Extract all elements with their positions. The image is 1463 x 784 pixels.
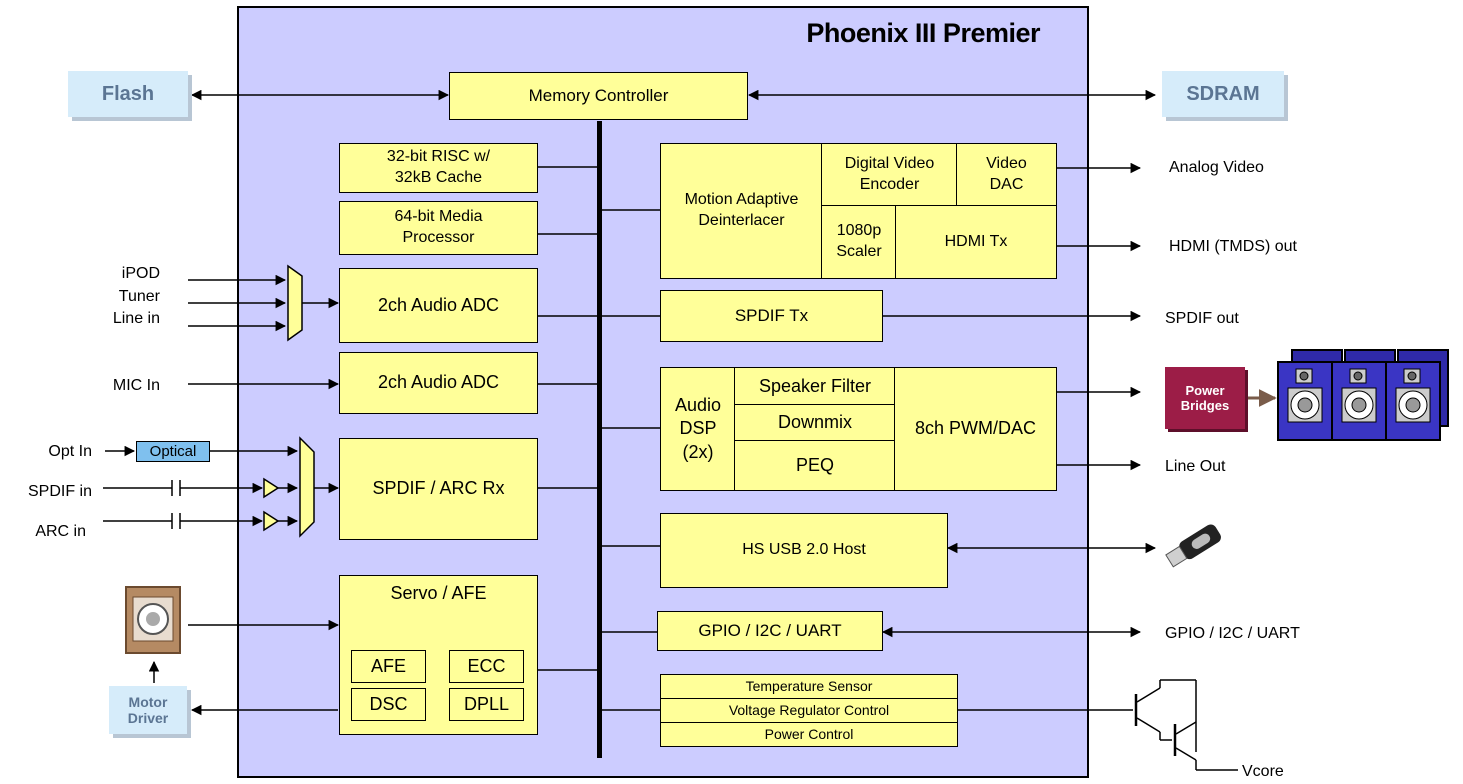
hdmi-tx-block: HDMI Tx (895, 205, 1057, 279)
vcore-label: Vcore (1242, 763, 1284, 780)
spdif-output-label: SPDIF out (1165, 310, 1239, 327)
motion-adaptive-deinterlacer-block: Motion Adaptive Deinterlacer (660, 143, 823, 279)
voltage-regulator-block: Voltage Regulator Control (660, 698, 958, 723)
memory-controller-block: Memory Controller (449, 72, 748, 120)
afe-block: AFE (351, 650, 426, 683)
motor-driver: Motor Driver (109, 686, 187, 734)
video-dac-block: Video DAC (956, 143, 1057, 207)
audio-adc-block-2: 2ch Audio ADC (339, 352, 538, 414)
spdif-tx-block: SPDIF Tx (660, 290, 883, 342)
dpll-block: DPLL (449, 688, 524, 721)
risc-cpu-block: 32-bit RISC w/ 32kB Cache (339, 143, 538, 193)
audio-dsp-block: Audio DSP (2x) (660, 367, 736, 491)
analog-sources-label: iPOD Tuner Line in (112, 265, 160, 328)
flash-memory: Flash (68, 71, 188, 117)
usb-drive-icon (1165, 524, 1221, 568)
optical-input-label: Opt In (48, 443, 92, 460)
internal-bus (597, 121, 602, 758)
usb-host-block: HS USB 2.0 Host (660, 513, 948, 588)
disc-drive-icon (125, 586, 181, 654)
digital-video-encoder-block: Digital Video Encoder (821, 143, 958, 207)
hdmi-output-label: HDMI (TMDS) out (1169, 238, 1297, 255)
power-bridges: Power Bridges (1165, 367, 1245, 429)
temperature-sensor-block: Temperature Sensor (660, 674, 958, 699)
analog-video-output-label: Analog Video (1169, 159, 1264, 176)
spdif-input-label: SPDIF in (27, 483, 92, 500)
speaker-array-icon (1277, 349, 1449, 441)
diagram-title: Phoenix III Premier (806, 18, 1040, 48)
pwm-dac-block: 8ch PWM/DAC (894, 367, 1057, 491)
arc-input-label: ARC in (35, 523, 86, 540)
power-control-block: Power Control (660, 722, 958, 747)
media-processor-block: 64-bit Media Processor (339, 201, 538, 255)
peq-block: PEQ (734, 440, 896, 491)
servo-afe-label: Servo / AFE (390, 583, 487, 603)
sdram-memory: SDRAM (1162, 71, 1284, 117)
line-out-label: Line Out (1165, 458, 1226, 475)
gpio-i2c-uart-block: GPIO / I2C / UART (657, 611, 883, 651)
optical-receiver: Optical (136, 441, 210, 462)
downmix-block: Downmix (734, 404, 896, 442)
scaler-block: 1080p Scaler (821, 205, 897, 279)
dsc-block: DSC (351, 688, 426, 721)
ecc-block: ECC (449, 650, 524, 683)
speaker-filter-block: Speaker Filter (734, 367, 896, 406)
audio-adc-block-1: 2ch Audio ADC (339, 268, 538, 343)
spdif-arc-rx-block: SPDIF / ARC Rx (339, 438, 538, 540)
mic-input-label: MIC In (112, 377, 160, 394)
gpio-output-label: GPIO / I2C / UART (1165, 625, 1300, 642)
